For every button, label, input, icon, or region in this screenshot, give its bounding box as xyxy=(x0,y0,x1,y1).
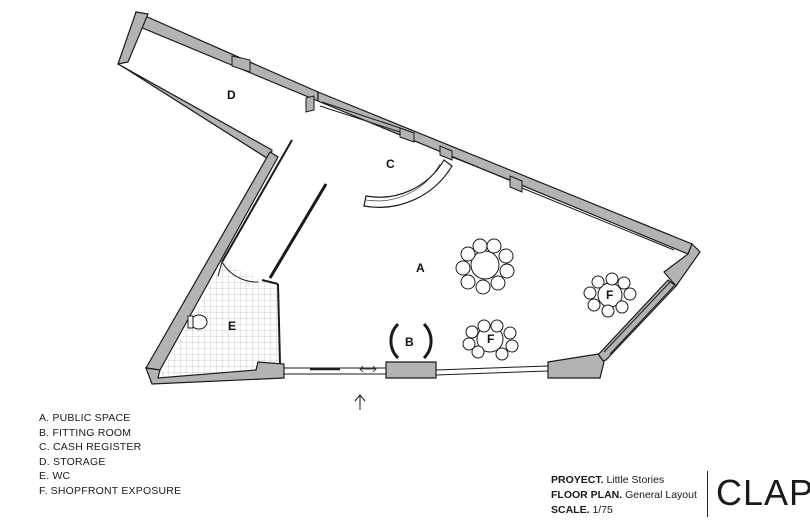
display-table-cluster-3 xyxy=(583,272,637,318)
legend-item-f: F. SHOPFRONT EXPOSURE xyxy=(39,484,182,497)
interior-partitions xyxy=(221,101,675,376)
legend-item-b: B. FITTING ROOM xyxy=(39,426,132,439)
room-label-c: C xyxy=(386,157,395,171)
floor-plan-value: General Layout xyxy=(625,489,697,501)
room-label-b: B xyxy=(405,335,414,349)
project-value: Little Stories xyxy=(606,474,665,486)
scale-label: SCALE. xyxy=(551,504,590,516)
sliding-arrow-icon xyxy=(359,365,377,373)
title-block-divider xyxy=(707,471,708,517)
room-label-a: A xyxy=(416,261,425,275)
toilet-icon xyxy=(187,314,208,330)
floor-plan-line: FLOOR PLAN. General Layout xyxy=(551,488,697,503)
room-label-f-1: F xyxy=(487,332,494,346)
floor-plan-label: FLOOR PLAN. xyxy=(551,489,623,501)
display-table-cluster-2 xyxy=(462,319,519,361)
legend-item-a: A. PUBLIC SPACE xyxy=(39,412,131,424)
entrance-arrow-icon xyxy=(354,394,366,410)
legend-item-d: D. STORAGE xyxy=(39,455,106,468)
scale-line: SCALE. 1/75 xyxy=(551,503,697,518)
room-label-e: E xyxy=(228,319,236,333)
project-line: PROYECT. Little Stories xyxy=(551,473,697,488)
wc-door xyxy=(217,261,259,283)
project-label: PROYECT. xyxy=(551,474,604,486)
wall-pilasters xyxy=(231,55,523,193)
scale-value: 1/75 xyxy=(592,504,613,516)
room-legend: A. PUBLIC SPACE B. FITTING ROOM C. CASH … xyxy=(39,411,181,498)
display-table-cluster-1 xyxy=(455,238,515,295)
clap-logo: CLAP xyxy=(716,472,810,513)
cash-register-counter xyxy=(363,159,453,208)
fitting-room xyxy=(389,322,433,360)
room-label-d: D xyxy=(227,88,236,102)
wc-tiled-floor xyxy=(158,262,279,378)
legend-item-e: E. WC xyxy=(39,470,71,482)
room-label-f-2: F xyxy=(606,288,613,302)
title-block: PROYECT. Little Stories FLOOR PLAN. Gene… xyxy=(551,473,697,518)
legend-item-c: C. CASH REGISTER xyxy=(39,441,142,453)
